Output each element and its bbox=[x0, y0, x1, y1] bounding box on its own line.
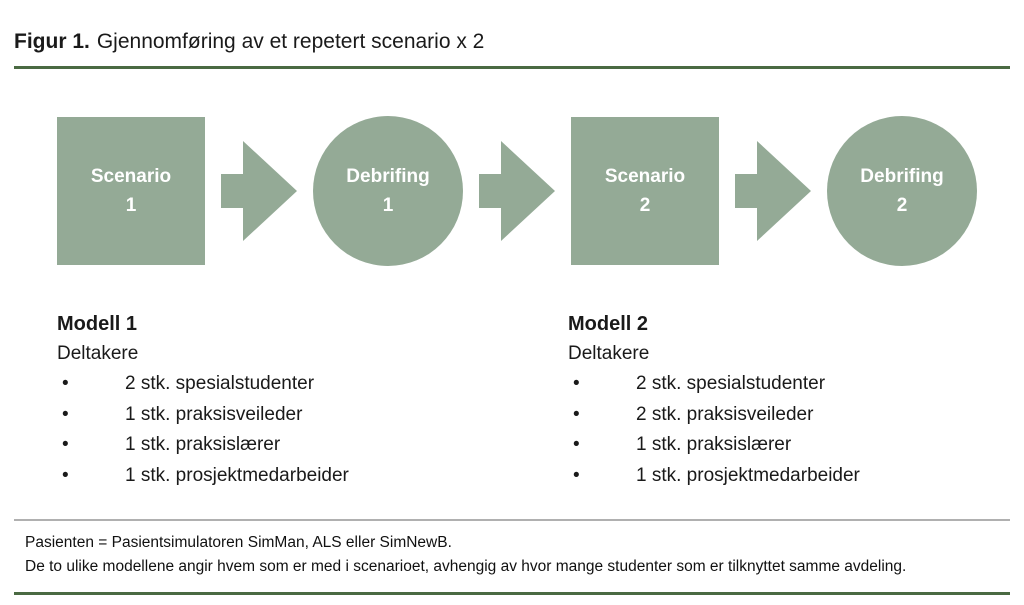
bullet-icon: • bbox=[573, 434, 580, 455]
model-1-participant-list: • 2 stk. spesialstudenter • 1 stk. praks… bbox=[57, 369, 527, 491]
list-item-text: 2 stk. spesialstudenter bbox=[636, 373, 826, 394]
debrifing-2-circle: Debrifing 2 bbox=[827, 116, 977, 266]
arrow-right-icon bbox=[221, 141, 297, 241]
shape-label-line1: Debrifing bbox=[860, 166, 944, 187]
scenario-2-box: Scenario 2 bbox=[571, 117, 719, 265]
model-1-title: Modell 1 bbox=[57, 313, 138, 335]
model-2-subtitle: Deltakere bbox=[568, 343, 650, 364]
list-item-text: 1 stk. prosjektmedarbeider bbox=[125, 464, 349, 486]
bullet-icon: • bbox=[62, 403, 69, 425]
list-item-text: 2 stk. spesialstudenter bbox=[125, 373, 315, 394]
shape-label-line2: 1 bbox=[125, 195, 137, 216]
top-divider-line bbox=[14, 66, 1010, 69]
footnote-line-2: De to ulike modellene angir hvem som er … bbox=[25, 558, 907, 575]
arrow-right-icon bbox=[735, 141, 811, 241]
list-item: • 1 stk. prosjektmedarbeider bbox=[568, 461, 1024, 492]
model-1-section: Modell 1 Deltakere • 2 stk. spesialstude… bbox=[57, 309, 527, 491]
debrifing-1-circle: Debrifing 1 bbox=[313, 116, 463, 266]
footnote-divider-line bbox=[14, 519, 1010, 521]
model-1-subtitle: Deltakere bbox=[57, 343, 139, 364]
bullet-icon: • bbox=[62, 373, 69, 394]
list-item-text: 1 stk. prosjektmedarbeider bbox=[636, 464, 860, 486]
bottom-divider-line bbox=[14, 592, 1010, 595]
list-item: • 2 stk. spesialstudenter bbox=[568, 369, 1024, 400]
list-item-text: 2 stk. praksisveileder bbox=[636, 403, 814, 425]
shape-label-line2: 1 bbox=[382, 195, 394, 216]
list-item: • 2 stk. spesialstudenter bbox=[57, 369, 527, 400]
model-2-section: Modell 2 Deltakere • 2 stk. spesialstude… bbox=[568, 309, 1024, 491]
list-item-text: 1 stk. praksislærer bbox=[125, 434, 281, 455]
process-flow-diagram: Scenario 1 Debrifing 1 Scenario 2 Debrif… bbox=[57, 115, 977, 267]
shape-label-line1: Debrifing bbox=[346, 166, 430, 187]
list-item: • 1 stk. praksislærer bbox=[568, 430, 1024, 461]
bullet-icon: • bbox=[573, 464, 580, 486]
list-item: • 1 stk. praksislærer bbox=[57, 430, 527, 461]
bullet-icon: • bbox=[573, 403, 580, 425]
figure-number-label: Figur 1. bbox=[14, 30, 90, 53]
model-2-participant-list: • 2 stk. spesialstudenter • 2 stk. praks… bbox=[568, 369, 1024, 491]
list-item-text: 1 stk. praksislærer bbox=[636, 434, 792, 455]
model-2-title: Modell 2 bbox=[568, 313, 649, 335]
shape-label-line2: 2 bbox=[639, 195, 651, 216]
bullet-icon: • bbox=[573, 373, 580, 394]
shape-label-line1: Scenario bbox=[90, 166, 172, 187]
arrow-right-icon bbox=[479, 141, 555, 241]
bullet-icon: • bbox=[62, 434, 69, 455]
figure-title: Figur 1. Gjennomføring av et repetert sce… bbox=[14, 29, 484, 55]
bullet-icon: • bbox=[62, 464, 69, 486]
footnote-line-1: Pasienten = Pasientsimulatoren SimMan, A… bbox=[25, 534, 452, 551]
footnote: Pasienten = Pasientsimulatoren SimMan, A… bbox=[25, 531, 1010, 579]
list-item: • 1 stk. praksisveileder bbox=[57, 400, 527, 431]
list-item: • 1 stk. prosjektmedarbeider bbox=[57, 461, 527, 492]
list-item-text: 1 stk. praksisveileder bbox=[125, 403, 303, 425]
scenario-1-box: Scenario 1 bbox=[57, 117, 205, 265]
shape-label-line2: 2 bbox=[896, 195, 908, 216]
shape-label-line1: Scenario bbox=[604, 166, 686, 187]
figure-caption: Gjennomføring av et repetert scenario x … bbox=[96, 30, 485, 53]
list-item: • 2 stk. praksisveileder bbox=[568, 400, 1024, 431]
